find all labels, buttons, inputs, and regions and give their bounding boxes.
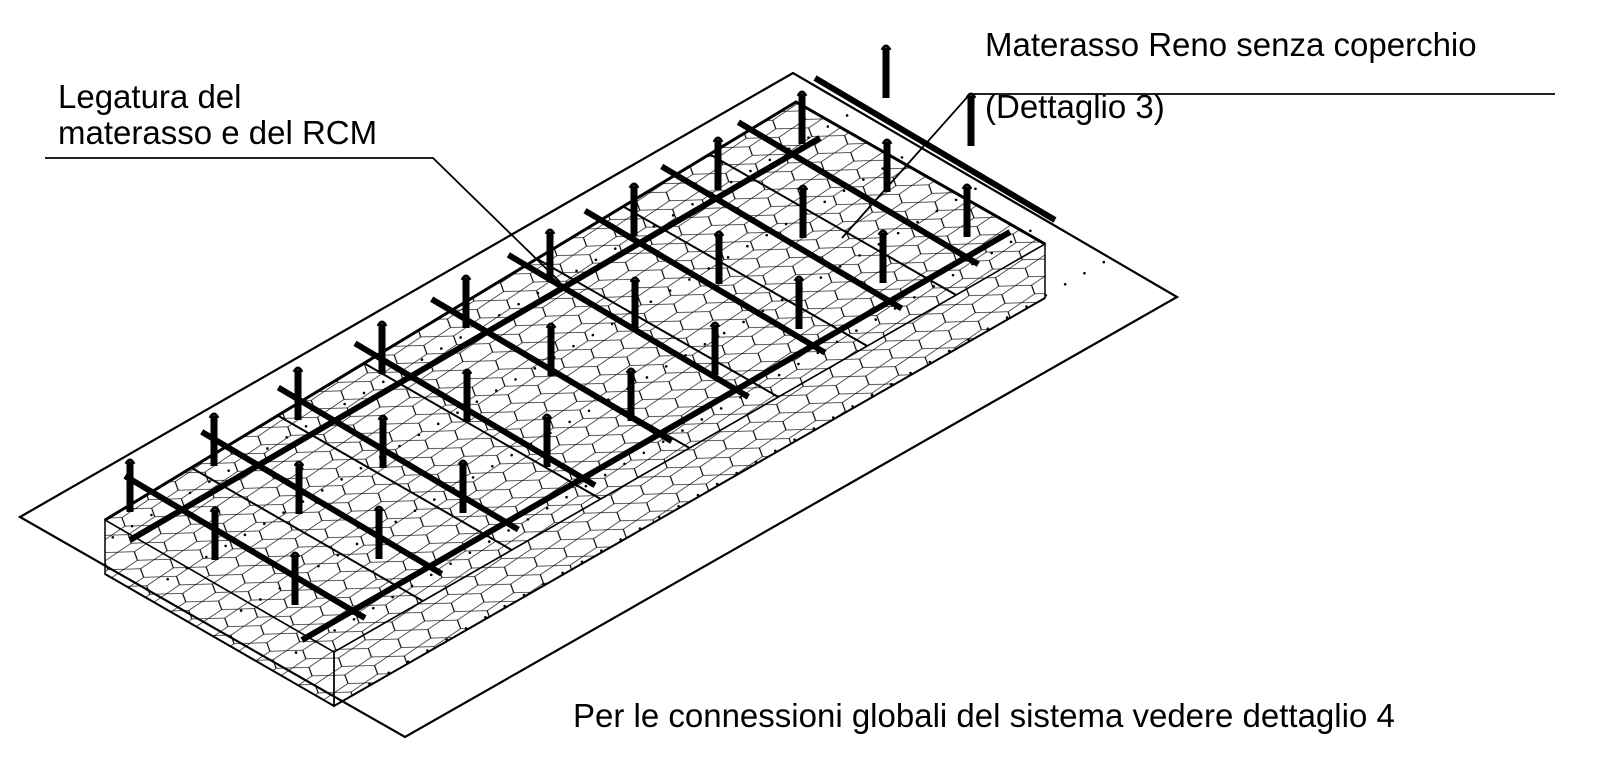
anchor-hook xyxy=(881,138,893,145)
anchor-hook xyxy=(377,414,389,421)
sheet-dot xyxy=(1083,271,1086,275)
anchor-hook xyxy=(541,413,553,420)
sheet-dot xyxy=(974,187,977,191)
anchor-hook xyxy=(209,506,221,513)
anchor-hook xyxy=(544,228,556,235)
anchor-hook xyxy=(880,44,892,51)
sheet-dot xyxy=(1063,283,1067,286)
cross-bar xyxy=(736,119,980,267)
anchor-hook xyxy=(709,321,721,328)
anchor-hook xyxy=(292,366,304,373)
binding-label: Legatura del materasso e del RCM xyxy=(58,78,377,151)
mattress-rim-front xyxy=(104,297,1046,708)
sheet-dot xyxy=(1102,260,1106,264)
anchor-hook xyxy=(628,182,640,189)
connections-note: Per le connessioni globali del sistema v… xyxy=(573,697,1395,734)
anchor-hook xyxy=(461,368,473,375)
anchor-hook xyxy=(877,229,889,236)
sheet-dot xyxy=(1029,229,1032,233)
anchor-hook xyxy=(625,367,637,374)
anchor-hook xyxy=(289,551,301,558)
cross-bar xyxy=(353,340,597,488)
cross-bar xyxy=(200,429,444,577)
mattress-rim-back xyxy=(104,100,1046,522)
anchor-hook xyxy=(797,184,809,191)
mattress-diaphragm xyxy=(190,466,424,602)
binding-leader-line xyxy=(45,157,561,283)
sheet-dot xyxy=(845,114,849,117)
binding-label-line-1: Legatura del xyxy=(58,78,241,115)
anchor-hook xyxy=(796,90,808,97)
sheet-dot xyxy=(900,156,904,159)
anchor-hook xyxy=(545,322,557,329)
mattress-diaphragm xyxy=(363,362,602,500)
anchor-hook xyxy=(961,183,973,190)
anchor-hook xyxy=(376,320,388,327)
cross-bar xyxy=(276,384,520,533)
mattress-label-line-1: Materasso Reno senza coperchio xyxy=(985,26,1477,63)
mattress-leader-line xyxy=(841,93,1555,239)
mattress-label: Materasso Reno senza coperchio (Dettagli… xyxy=(985,26,1486,125)
anchor-hook xyxy=(124,458,136,465)
binding-label-line-2: materasso e del RCM xyxy=(58,114,377,151)
anchor-hook xyxy=(373,505,385,512)
mattress-diaphragm xyxy=(277,414,513,551)
longitudinal-bar-rear xyxy=(128,135,822,543)
cross-bar xyxy=(813,75,1057,223)
cross-bar xyxy=(583,208,827,356)
anchor-hook xyxy=(457,459,469,466)
anchor-hook xyxy=(629,276,641,283)
anchor-hook xyxy=(293,460,305,467)
mattress-label-line-2: (Dettaglio 3) xyxy=(985,88,1165,125)
cross-bar xyxy=(660,163,904,312)
anchor-hook xyxy=(793,275,805,282)
anchor-hook xyxy=(208,412,220,419)
rcm-bars xyxy=(123,44,1057,643)
anchor-hook xyxy=(712,136,724,143)
cross-bar xyxy=(123,473,367,621)
anchor-hook xyxy=(460,274,472,281)
leader-lines xyxy=(45,93,1555,283)
anchor-hook xyxy=(713,230,725,237)
